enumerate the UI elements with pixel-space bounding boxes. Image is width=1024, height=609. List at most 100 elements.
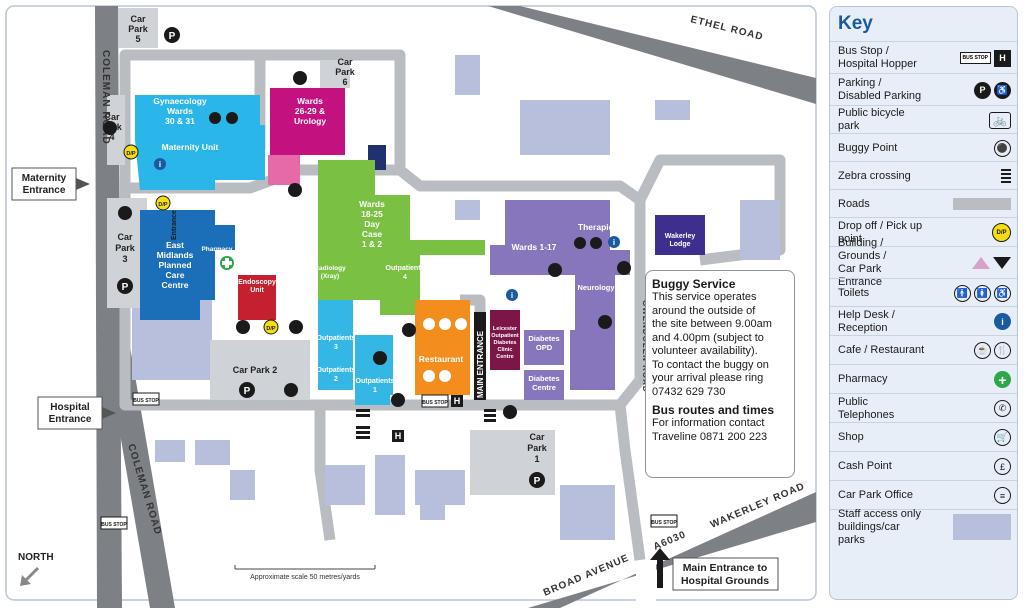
bus-stop-label-broad: BUS STOP (651, 520, 677, 526)
key-label: Cafe / Restaurant (830, 344, 925, 357)
wards-1-17-label: Wards 1-17 (511, 242, 556, 252)
key-label: Roads (830, 198, 925, 211)
key-label: Car Park Office (830, 489, 925, 502)
hopper-icon-front: H (395, 431, 402, 441)
buggy-line-2: around the outside of (652, 304, 756, 317)
buggy-service-title: Buggy Service (652, 277, 736, 291)
staff-swatch (925, 514, 1017, 540)
key-label: Shop (830, 431, 925, 444)
parking-icon-5: P (169, 31, 176, 42)
disabled-parking-icon-neuro (598, 315, 612, 329)
key-label: Pharmacy (830, 373, 925, 386)
key-label-line: buildings/car parks (838, 520, 900, 546)
key-label-line: Car Park Entrance (838, 263, 883, 288)
key-label: Zebra crossing (830, 170, 925, 183)
therapies-label: Therapies (578, 222, 618, 232)
buggy-line-1: This service operates (652, 291, 757, 303)
info-icon-maternity: i (159, 160, 161, 169)
parking-icon-1: P (534, 476, 541, 487)
parking-icon-2: P (244, 386, 251, 397)
buggy-icon-therapies (617, 261, 631, 275)
parking-icon-3: P (122, 282, 129, 293)
cash-point-icon: £ (925, 458, 1017, 475)
key-row-pharmacy: Pharmacy+ (830, 364, 1017, 394)
facility-icons (103, 71, 631, 419)
key-label: Public Telephones (830, 396, 925, 422)
toilets-icon-endoscopy (289, 320, 303, 334)
toilets-icon-gynae-2 (209, 112, 221, 124)
buggy-service-body: This service operates around the outside… (652, 291, 788, 399)
key-label-line: Cash Point (838, 460, 892, 472)
cafe-icon: ☕🍴 (925, 342, 1017, 359)
pharmacy-label: Pharmacy (201, 246, 232, 253)
key-label-line: Public bicycle park (838, 107, 905, 132)
bus-stop-symbols: BUS STOP BUS STOP BUS STOP BUS STOP (100, 392, 678, 530)
buggy-line-6: To contact the buggy on (652, 358, 769, 371)
key-label-line: Toilets (838, 286, 870, 299)
key-label-line: Cafe / Restaurant (838, 344, 925, 356)
main-entrance-vertical-label: MAIN ENTRANCE (476, 330, 485, 398)
parking-symbols: P P P P H H D/P D/P D/P i i i (117, 27, 620, 488)
key-label: Parking /Disabled Parking (830, 77, 925, 103)
telephone-icon: ✆ (925, 400, 1017, 417)
entrance-arrow-icon (925, 257, 1017, 269)
key-row-zebra-crossing: Zebra crossing (830, 161, 1017, 190)
key-label: Bus Stop /Hospital Hopper (830, 45, 925, 71)
buggy-icon-wards26 (293, 71, 307, 85)
shop-icon: 🛒 (925, 429, 1017, 446)
scale-bar: Approximate scale 50 metres/yards (234, 565, 376, 581)
drop-off-icon-maternity: D/P (126, 151, 136, 157)
key-label-line: Buggy Point (838, 141, 898, 154)
buggy-icon-car-park-4 (103, 121, 117, 135)
bus-routes-body: For information contact Traveline 0871 2… (652, 417, 788, 444)
key-row-shop: Shop 🛒 (830, 422, 1017, 452)
key-label-line: Shop (838, 431, 864, 443)
disabled-parking-icon-1 (503, 405, 517, 419)
key-label-line: Car Park Office (838, 489, 913, 501)
toilets-icon: 🚹🚺♿ (925, 284, 1017, 302)
zebra-crossing-icon (925, 169, 1017, 183)
key-row-buggy: Buggy Point⚫ (830, 133, 1017, 162)
buggy-line-7: your arrival please ring (652, 372, 764, 384)
key-row-cafe: Cafe / Restaurant☕🍴 (830, 335, 1017, 365)
drop-off-icon: D/P (925, 223, 1017, 242)
info-icon: i (925, 313, 1017, 330)
bus-stop-label-main: BUS STOP (422, 400, 448, 406)
key-row-toilets: Toilets 🚹🚺♿ (830, 278, 1017, 307)
north-indicator: NORTH (18, 552, 54, 586)
disabled-parking-icon-3 (118, 206, 132, 220)
buggy-line-3: the site between 9.00am (652, 318, 772, 330)
toilets-icon-therapies-2 (590, 237, 602, 249)
info-icon-therapies: i (613, 238, 615, 247)
info-icon-wards: i (511, 291, 513, 300)
north-label: NORTH (18, 552, 54, 563)
key-label: Cash Point (830, 460, 925, 473)
key-row-bicycle: Public bicycle park🚲 (830, 105, 1017, 134)
neurology-label: Neurology (577, 283, 615, 292)
key-label: Public bicycle park (830, 107, 925, 133)
drop-off-icon-endoscopy: D/P (266, 326, 276, 332)
restaurant-icons (423, 318, 467, 382)
buggy-icon-endoscopy (236, 320, 250, 334)
key-row-telephone: Public Telephones✆ (830, 393, 1017, 423)
scale-label: Approximate scale 50 metres/yards (250, 574, 360, 581)
entrance-vertical-label: Entrance (171, 210, 178, 240)
north-arrow-icon (20, 575, 31, 586)
parking-icon: P♿ (925, 81, 1017, 99)
buggy-icon-wards18 (288, 183, 302, 197)
routes-line-1: For information contact (652, 417, 765, 429)
